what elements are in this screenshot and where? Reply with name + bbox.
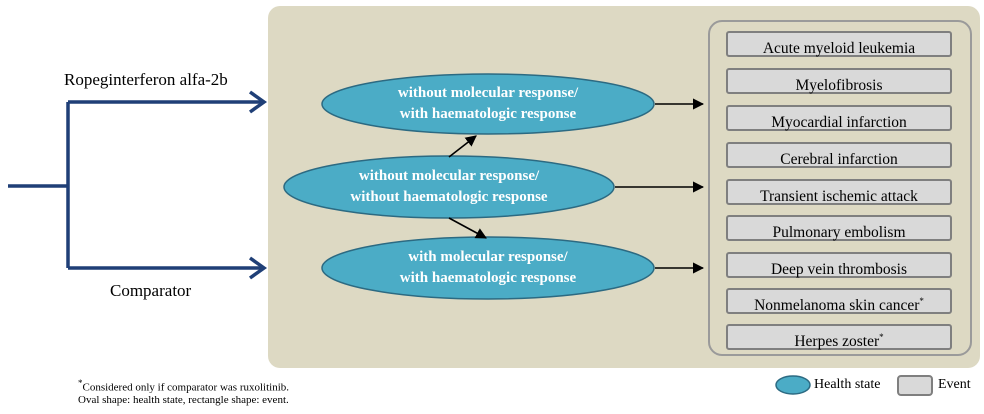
event-acute-myeloid-leukemia: Acute myeloid leukemia (726, 31, 952, 57)
arm-label-ropeginterferon: Ropeginterferon alfa-2b (64, 70, 228, 89)
health-state-3-line1: with molecular response/ (408, 249, 568, 265)
transition-arrows (448, 98, 705, 274)
legend-event-label: Event (938, 377, 971, 392)
footnote-line-2: Oval shape: health state, rectangle shap… (78, 394, 289, 406)
health-state-2-line2: without haematologic response (350, 189, 548, 205)
event-myocardial-infarction: Myocardial infarction (726, 105, 952, 131)
event-nonmelanoma-skin-cancer: Nonmelanoma skin cancer* (726, 288, 952, 314)
health-state-3-line2: with haematologic response (399, 270, 577, 286)
health-state-1 (321, 73, 655, 135)
event-transient-ischemic-attack: Transient ischemic attack (726, 179, 952, 205)
event-deep-vein-thrombosis: Deep vein thrombosis (726, 252, 952, 278)
footnote-line-1: *Considered only if comparator was ruxol… (78, 378, 290, 394)
health-state-1-line2: with haematologic response (399, 106, 577, 122)
event-herpes-zoster: Herpes zoster* (726, 324, 952, 350)
event-myelofibrosis: Myelofibrosis (726, 68, 952, 94)
arm-label-comparator: Comparator (110, 281, 192, 300)
treatment-branch (8, 90, 268, 280)
event-pulmonary-embolism: Pulmonary embolism (726, 215, 952, 241)
legend-rect-swatch (897, 375, 933, 396)
legend-health-state-label: Health state (814, 377, 881, 392)
health-state-1-label: without molecular response/ with haemato… (322, 83, 654, 125)
health-state-1-line1: without molecular response/ (397, 85, 579, 101)
event-cerebral-infarction: Cerebral infarction (726, 142, 952, 168)
events-group (708, 20, 972, 356)
health-state-3 (321, 236, 655, 300)
legend-oval-swatch (775, 375, 811, 395)
health-state-2-label: without molecular response/ without haem… (284, 166, 614, 208)
health-state-2-line1: without molecular response/ (358, 168, 540, 184)
health-state-3-label: with molecular response/ with haematolog… (322, 247, 654, 289)
